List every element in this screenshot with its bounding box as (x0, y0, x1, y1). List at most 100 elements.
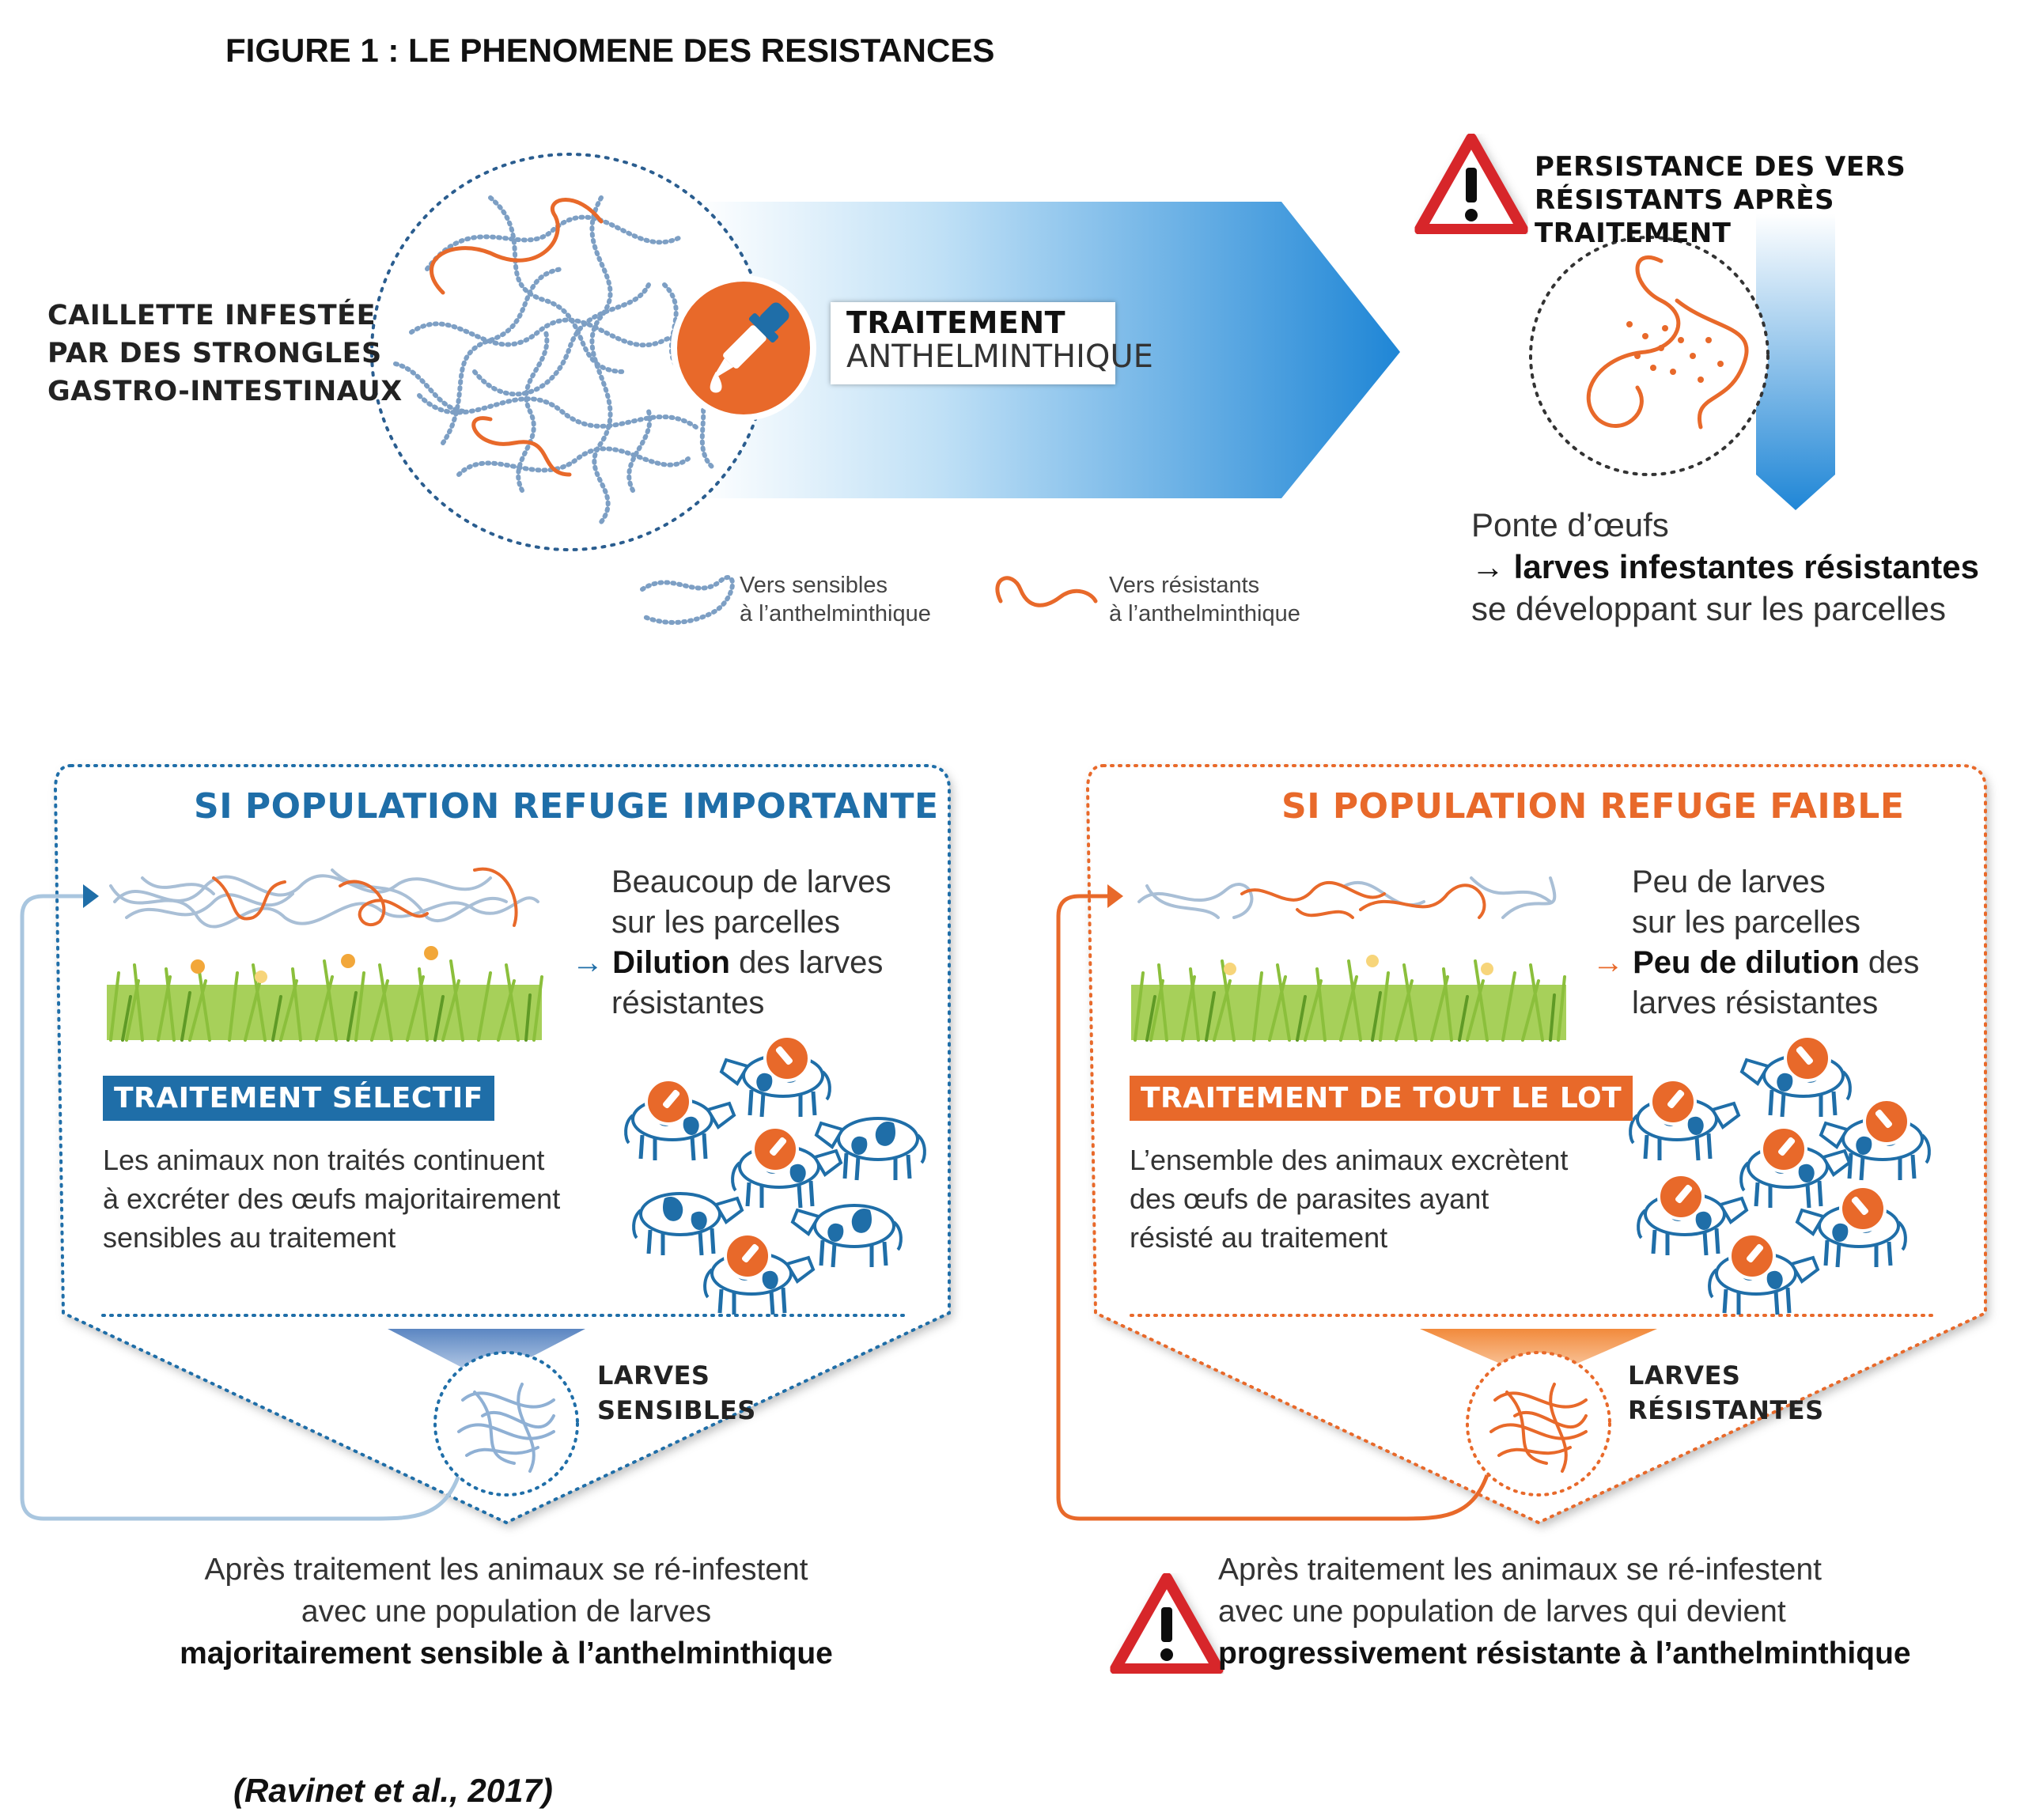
panel-left-text-line2: sur les parcelles (611, 905, 841, 940)
left-larvae-circle (433, 1351, 579, 1496)
left-arrow-head (83, 884, 99, 908)
legend-sensitive-worm (640, 575, 735, 625)
panel-right-desc-line: L’ensemble des animaux excrètent (1130, 1144, 1569, 1176)
panel-right-desc-line: des œufs de parasites ayant (1130, 1182, 1489, 1215)
panel-right-text: Peu de larves sur les parcelles → Peu de… (1592, 862, 1919, 1024)
panel-left-dilution: Dilution (612, 945, 730, 980)
persistence-label: PERSISTANCE DES VERS RÉSISTANTS APRÈS TR… (1535, 150, 2025, 250)
right-larvae-label-line: LARVES (1628, 1360, 1741, 1391)
panel-left-desc-line: à excréter des œufs majoritairement (103, 1182, 561, 1215)
ponte-bold: larves infestantes résistantes (1513, 548, 1979, 585)
legend-resistant-line: Vers résistants (1109, 573, 1260, 598)
cow-icon (814, 1117, 926, 1181)
treated-cow-icon (731, 1126, 843, 1209)
treated-cow-icon (1629, 1078, 1741, 1161)
panel-left-desc-line: Les animaux non traités continuent (103, 1144, 545, 1176)
left-larvae-label-line: LARVES (597, 1360, 710, 1391)
treatment-label-box (831, 302, 1115, 384)
panel-right-after-line2: avec une population de larves qui devien… (1218, 1595, 1786, 1629)
tag-selective-treatment: TRAITEMENT SÉLECTIF (103, 1076, 494, 1121)
panel-left-text-line4: résistantes (611, 986, 765, 1020)
panel-right-arrow: → (1592, 945, 1624, 980)
caillette-label: CAILLETTE INFESTÉE PAR DES STRONGLES GAS… (47, 297, 403, 411)
caillette-line: CAILLETTE INFESTÉE (47, 300, 376, 331)
treated-cow-icon (1739, 1035, 1852, 1118)
figure-title: FIGURE 1 : LE PHENOMENE DES RESISTANCES (225, 32, 995, 69)
legend-sensitive-label: Vers sensibles à l’anthelminthique (740, 571, 931, 628)
right-arrow-head (1107, 884, 1123, 908)
citation: (Ravinet et al., 2017) (233, 1772, 553, 1809)
panel-right-text-line2: sur les parcelles (1632, 905, 1861, 940)
persistence-line: RÉSISTANTS APRÈS TRAITEMENT (1535, 184, 1834, 249)
panel-left-after-bold: majoritairement sensible à l’anthelminth… (180, 1636, 833, 1671)
treated-cow-icon (1637, 1173, 1749, 1256)
panel-left-text-line3: → Dilution des larves (572, 943, 891, 983)
right-larvae-label: LARVES RÉSISTANTES (1628, 1358, 1824, 1428)
left-larvae-worms (109, 867, 539, 929)
right-larvae-circle (1466, 1351, 1611, 1496)
caillette-line: PAR DES STRONGLES (47, 338, 382, 369)
panel-right-title: SI POPULATION REFUGE FAIBLE (1281, 786, 1905, 827)
panel-left-text-line1: Beaucoup de larves (611, 865, 891, 899)
warning-icon-top (1414, 133, 1528, 235)
ponte-line3: se développant sur les parcelles (1471, 590, 1947, 627)
treated-cow-icon (719, 1035, 831, 1118)
right-larvae-label-line: RÉSISTANTES (1628, 1395, 1824, 1425)
treatment-label-line2: ANTHELMINTHIQUE (846, 339, 1153, 375)
panel-right-text-line1: Peu de larves (1632, 865, 1826, 899)
panel-right-after-text: Après traitement les animaux se ré-infes… (1218, 1549, 2001, 1674)
panel-left-arrow: → (572, 945, 604, 980)
ponte-text: Ponte d’œufs → larves infestantes résist… (1471, 504, 1979, 630)
panel-right-description: L’ensemble des animaux excrètent des œuf… (1130, 1141, 1568, 1257)
tag-whole-batch-treatment: TRAITEMENT DE TOUT LE LOT (1130, 1076, 1633, 1121)
treated-cow-icon (1795, 1185, 1907, 1268)
persistence-arrow (1756, 214, 1835, 510)
treated-cow-icon (1739, 1126, 1852, 1209)
treated-cow-icon (1819, 1098, 1931, 1181)
legend-resistant-label: Vers résistants à l’anthelminthique (1109, 571, 1300, 628)
legend-resistant-line: à l’anthelminthique (1109, 601, 1300, 626)
panel-left-after-line1: Après traitement les animaux se ré-infes… (204, 1553, 808, 1587)
right-larvae-worms (1137, 876, 1557, 919)
treated-cow-icon (1708, 1232, 1820, 1315)
left-larvae-label-line: SENSIBLES (597, 1395, 756, 1425)
resistant-worms-circle (1529, 236, 1770, 476)
panel-right-after-bold: progressivement résistante à l’anthelmin… (1218, 1636, 1911, 1671)
left-cows (624, 1035, 926, 1315)
left-grass (107, 959, 543, 1042)
panel-right-text-rest: des (1859, 945, 1920, 980)
right-flowers (1224, 955, 1493, 975)
panel-right-after-line3: progressivement résistante à l’anthelmin… (1218, 1633, 2001, 1674)
panel-right-desc-line: résisté au traitement (1130, 1221, 1388, 1254)
ponte-line2: → larves infestantes résistantes (1471, 546, 1979, 588)
panel-left-description: Les animaux non traités continuent à exc… (103, 1141, 560, 1257)
treatment-label-line1: TRAITEMENT (846, 305, 1066, 340)
caillette-line: GASTRO-INTESTINAUX (47, 376, 403, 407)
right-grass (1131, 959, 1566, 1042)
panel-left-after-text: Après traitement les animaux se ré-infes… (111, 1549, 902, 1674)
ponte-line1: Ponte d’œufs (1471, 506, 1669, 543)
panel-left-after-line2: avec une population de larves (301, 1595, 712, 1629)
panel-left-text: Beaucoup de larves sur les parcelles → D… (572, 862, 891, 1024)
panel-left-after-line3: majoritairement sensible à l’anthelminth… (111, 1633, 902, 1674)
treated-cow-icon (624, 1078, 736, 1161)
panel-right-dilution: Peu de dilution (1633, 945, 1860, 980)
legend-resistant-worm (995, 576, 1098, 607)
left-flowers (191, 946, 438, 983)
warning-icon-bottom (1110, 1572, 1224, 1674)
legend-sensitive-line: à l’anthelminthique (740, 601, 931, 626)
panel-left-desc-line: sensibles au traitement (103, 1221, 396, 1254)
persistence-line: PERSISTANCE DES VERS (1535, 151, 1906, 183)
panel-right-after-line1: Après traitement les animaux se ré-infes… (1218, 1553, 1822, 1587)
abomasum-circle (370, 153, 769, 551)
right-reinfection-arrow (1056, 894, 1489, 1521)
panel-left-title: SI POPULATION REFUGE IMPORTANTE (194, 786, 939, 827)
panel-right-text-line4: larves résistantes (1632, 986, 1879, 1020)
dropper-icon (671, 275, 816, 421)
legend-sensitive-line: Vers sensibles (740, 573, 888, 598)
panel-left-text-rest: des larves (729, 945, 884, 980)
cow-icon (632, 1192, 744, 1256)
panel-right-text-line3: → Peu de dilution des (1592, 943, 1919, 983)
treated-cow-icon (703, 1232, 816, 1315)
